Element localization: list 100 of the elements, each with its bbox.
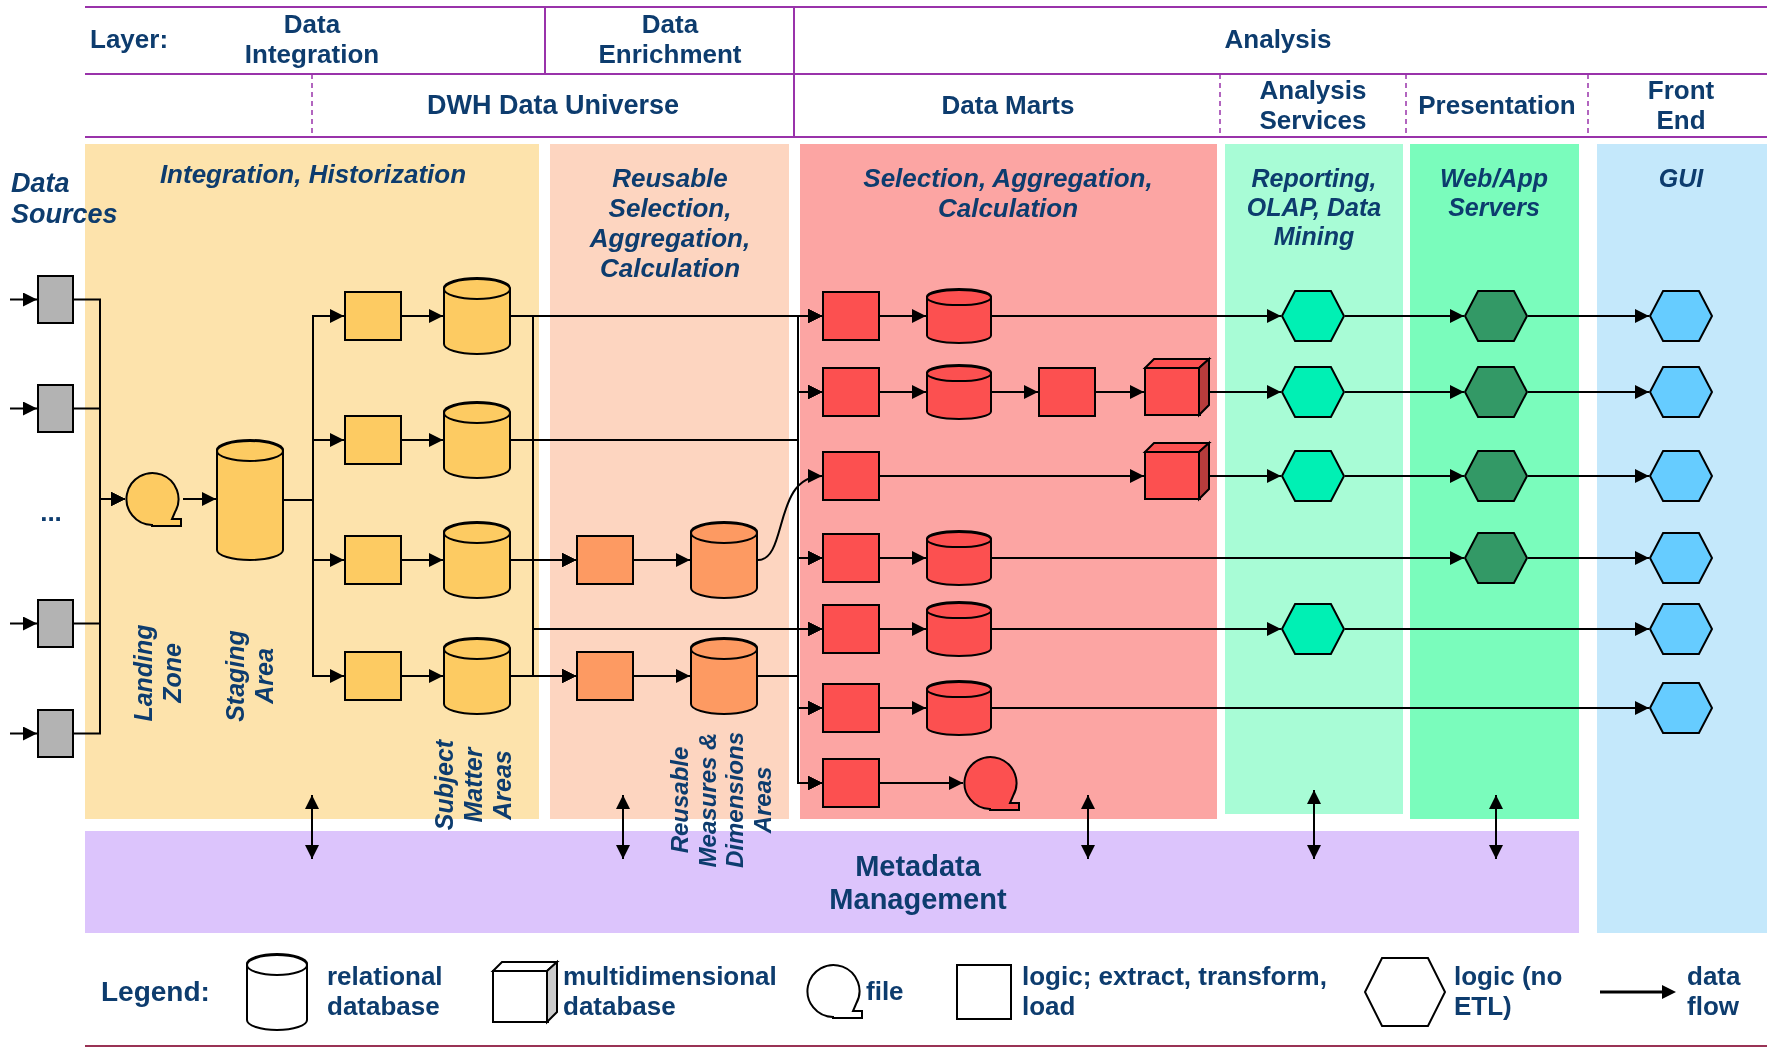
double-arrow bbox=[1489, 794, 1503, 860]
hexagon-shape bbox=[1281, 603, 1345, 655]
database-cylinder bbox=[926, 365, 992, 419]
band-title: GUI bbox=[1657, 164, 1705, 193]
arrow bbox=[1209, 385, 1282, 399]
process-box bbox=[344, 291, 402, 341]
hexagon-shape bbox=[1649, 290, 1713, 342]
arrow bbox=[879, 385, 927, 399]
process-box bbox=[822, 604, 880, 654]
arrow bbox=[1209, 469, 1282, 483]
arrow bbox=[182, 492, 217, 506]
database-cylinder bbox=[926, 681, 992, 735]
hexagon-shape bbox=[1281, 450, 1345, 502]
database-cylinder bbox=[690, 638, 758, 714]
column-heading: Analysis Services bbox=[1258, 76, 1368, 136]
arrow bbox=[1344, 385, 1465, 399]
file-shape bbox=[963, 756, 1021, 812]
arrow bbox=[401, 553, 444, 567]
column-heading: Data Marts bbox=[940, 91, 1076, 121]
arrow bbox=[879, 309, 927, 323]
database-cylinder bbox=[926, 531, 992, 585]
double-arrow bbox=[1307, 789, 1321, 860]
process-box bbox=[344, 535, 402, 585]
band-title: Integration, Historization bbox=[158, 160, 468, 190]
process-box bbox=[37, 709, 74, 758]
column-heading: Analysis bbox=[1223, 25, 1333, 55]
column-heading: Data Enrichment bbox=[597, 10, 743, 70]
hexagon-shape bbox=[1464, 450, 1528, 502]
arrow bbox=[633, 669, 691, 683]
database-cylinder bbox=[443, 402, 511, 478]
double-arrow bbox=[305, 794, 319, 860]
arrow bbox=[879, 701, 927, 715]
process-box bbox=[37, 599, 74, 648]
database-cylinder bbox=[443, 522, 511, 598]
arrow bbox=[1095, 385, 1145, 399]
cube-shape bbox=[1144, 442, 1210, 500]
arrow bbox=[401, 433, 444, 447]
arrow bbox=[401, 309, 444, 323]
database-cylinder bbox=[926, 602, 992, 656]
database-cylinder bbox=[443, 638, 511, 714]
hexagon-shape bbox=[1464, 532, 1528, 584]
hexagon-shape bbox=[1649, 366, 1713, 418]
process-box bbox=[37, 384, 74, 433]
double-arrow bbox=[1081, 794, 1095, 860]
file-shape bbox=[125, 472, 183, 528]
legend-heading: Legend: bbox=[101, 975, 210, 1009]
arrow bbox=[991, 551, 1465, 565]
arrow bbox=[1527, 551, 1650, 565]
database-cylinder bbox=[690, 522, 758, 598]
layer-band bbox=[800, 144, 1217, 819]
vertical-label: Landing Zone bbox=[129, 623, 187, 724]
legend-text: relational database bbox=[327, 962, 444, 1022]
legend-text: file bbox=[866, 977, 905, 1007]
arrow bbox=[1527, 385, 1650, 399]
database-cylinder bbox=[216, 440, 284, 560]
process-box bbox=[576, 651, 634, 701]
legend-text: logic (no ETL) bbox=[1454, 962, 1564, 1022]
band-title: Metadata Management bbox=[828, 850, 1008, 917]
band-title: Web/App Servers bbox=[1439, 164, 1549, 222]
hexagon-shape bbox=[1649, 450, 1713, 502]
arrow bbox=[73, 492, 126, 735]
vertical-label: Reusable Measures & Dimensions Areas bbox=[665, 731, 777, 870]
row-heading: Layer: bbox=[90, 25, 169, 55]
process-box bbox=[822, 451, 880, 501]
column-heading: Data Integration bbox=[243, 10, 381, 70]
arrow bbox=[1344, 622, 1650, 636]
arrow bbox=[9, 616, 38, 631]
arrow bbox=[991, 701, 1650, 715]
arrow bbox=[1527, 469, 1650, 483]
database-cylinder bbox=[443, 278, 511, 354]
process-box bbox=[344, 415, 402, 465]
column-heading: Presentation bbox=[1417, 91, 1577, 121]
arrow bbox=[991, 309, 1282, 323]
layer-band bbox=[1410, 144, 1579, 819]
process-box bbox=[37, 275, 74, 324]
arrow bbox=[879, 551, 927, 565]
database-cylinder bbox=[926, 289, 992, 343]
source-label: Data Sources bbox=[11, 168, 119, 231]
arrow bbox=[1527, 309, 1650, 323]
column-heading: Front End bbox=[1646, 76, 1716, 136]
double-arrow bbox=[616, 794, 630, 860]
hexagon-shape bbox=[1649, 603, 1713, 655]
column-heading: DWH Data Universe bbox=[425, 90, 681, 122]
process-box bbox=[1038, 367, 1096, 417]
arrow bbox=[1344, 309, 1465, 323]
arrow bbox=[9, 401, 38, 416]
arrow bbox=[1344, 469, 1465, 483]
vertical-label: Subject Matter Areas bbox=[429, 738, 517, 833]
arrow bbox=[879, 776, 964, 790]
hexagon-shape bbox=[1281, 366, 1345, 418]
process-box bbox=[822, 758, 880, 808]
arrow bbox=[879, 622, 927, 636]
legend-text: logic; extract, transform, load bbox=[1022, 962, 1328, 1022]
process-box bbox=[822, 683, 880, 733]
band-title: Reporting, OLAP, Data Mining bbox=[1245, 164, 1383, 251]
legend-text: data flow bbox=[1687, 962, 1742, 1022]
arrow bbox=[633, 553, 691, 567]
hexagon-shape bbox=[1281, 290, 1345, 342]
layer-band bbox=[1597, 144, 1767, 933]
arrow bbox=[9, 292, 38, 307]
